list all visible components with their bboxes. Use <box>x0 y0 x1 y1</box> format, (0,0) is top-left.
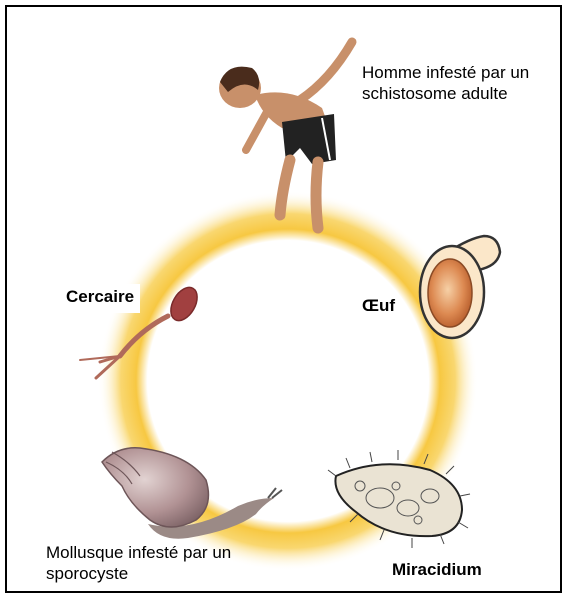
label-egg: Œuf <box>362 296 395 316</box>
label-cercaria: Cercaire <box>60 284 140 313</box>
label-mollusc: Mollusque infesté par un sporocyste <box>46 542 266 584</box>
label-miracidium: Miracidium <box>392 560 482 580</box>
label-human: Homme infesté par un schistosome adulte <box>362 62 532 104</box>
egg-illustration <box>420 236 500 338</box>
